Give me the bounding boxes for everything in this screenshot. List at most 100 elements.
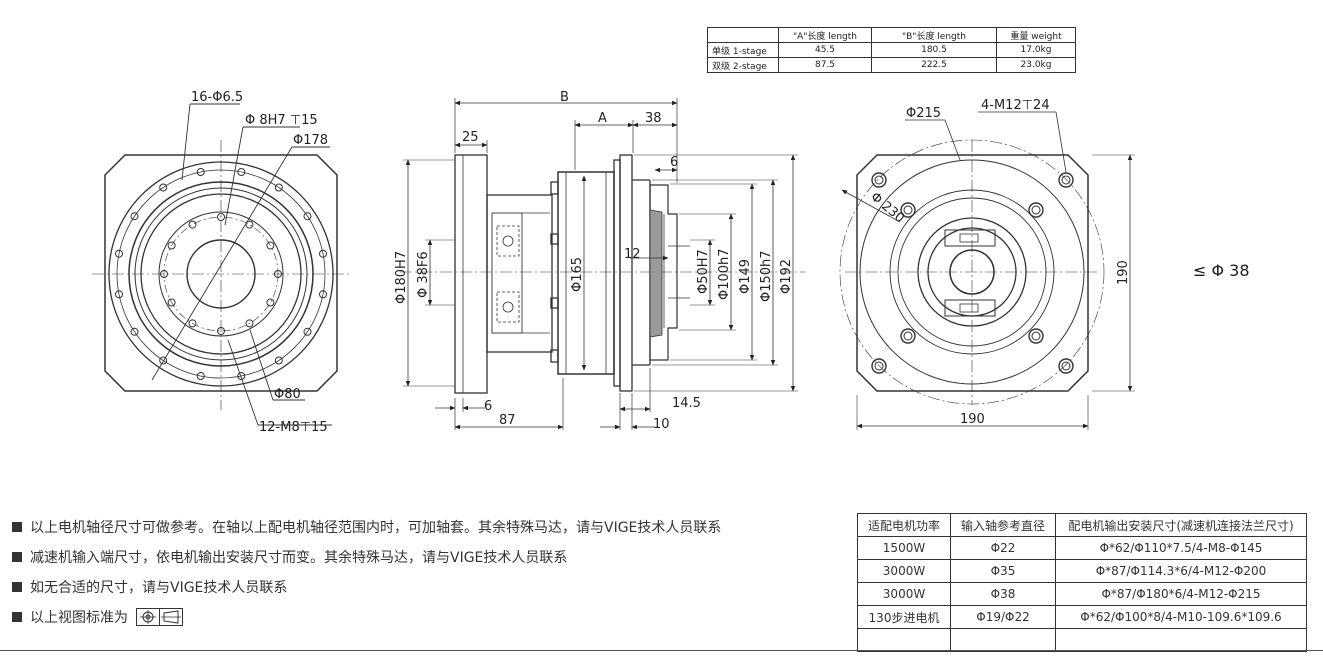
motor-cell: Φ19/Φ22 xyxy=(950,605,1056,629)
dim-12: 12 xyxy=(624,247,641,262)
rear-view xyxy=(839,111,1135,430)
motor-cell: Φ*87/Φ180*6/4-M12-Φ215 xyxy=(1055,582,1307,606)
bolt-hole xyxy=(159,183,168,192)
motor-cell: Φ22 xyxy=(950,536,1056,560)
mount-hole xyxy=(1028,328,1044,344)
motor-cell: Φ*62/Φ100*8/4-M10-109.6*109.6 xyxy=(1055,605,1307,629)
motor-header-row: 适配电机功率 输入轴参考直径 配电机输出安装尺寸(减速机连接法兰尺寸) xyxy=(857,513,1307,537)
bolt-hole xyxy=(274,356,283,365)
spec-cell: 87.5 xyxy=(778,57,872,73)
dim-a: A xyxy=(598,111,607,126)
mount-hole xyxy=(1058,358,1074,374)
spec-row: 双级 2-stage 87.5 222.5 23.0kg xyxy=(707,57,1076,73)
spec-header: "B"长度 length xyxy=(871,27,997,43)
note-text: 如无合适的尺寸，请与VIGE技术人员联系 xyxy=(30,580,288,596)
motor-cell: Φ*62/Φ110*7.5/4-M8-Φ145 xyxy=(1055,536,1307,560)
spec-cell: 180.5 xyxy=(871,42,997,58)
motor-table: 适配电机功率 输入轴参考直径 配电机输出安装尺寸(减速机连接法兰尺寸) 1500… xyxy=(857,513,1307,652)
note-text: 减速机输入端尺寸，依电机输出安装尺寸而变。其余特殊马达，请与VIGE技术人员联系 xyxy=(30,550,568,566)
dim-phi165: Φ165 xyxy=(570,257,585,292)
bolt-hole xyxy=(130,327,139,336)
motor-header: 配电机输出安装尺寸(减速机连接法兰尺寸) xyxy=(1055,513,1307,537)
dim-phi192: Φ192 xyxy=(779,259,794,294)
bullet-square-icon xyxy=(12,612,22,622)
side-view xyxy=(400,98,805,430)
outer-bolt-holes xyxy=(115,168,327,380)
motor-cell: Φ*87/Φ114.3*6/4-M12-Φ200 xyxy=(1055,559,1307,583)
front-view-labels: 16-Φ6.5 Φ 8H7 ⊤15 Φ178 Φ80 12-M8⊤15 xyxy=(191,90,328,435)
spec-header: 重量 weight xyxy=(996,27,1076,43)
motor-row: 3000W Φ38 Φ*87/Φ180*6/4-M12-Φ215 xyxy=(857,582,1307,606)
spec-cell: 双级 2-stage xyxy=(707,57,779,73)
bolt-hole xyxy=(245,319,254,328)
outer-holes-label: 16-Φ6.5 xyxy=(191,90,243,105)
bolt-hole xyxy=(274,183,283,192)
rear-view-labels: Φ215 4-M12⊤24 Φ 230 190 190 xyxy=(867,98,1131,427)
side-view-labels: B A 38 25 6 12 6 87 14.5 10 Φ180H7 Φ 38F… xyxy=(394,90,794,432)
note-text: 以上视图标准为 xyxy=(30,610,128,626)
bolt-hole xyxy=(115,290,123,299)
mount-hole xyxy=(871,358,887,374)
bolt-hole xyxy=(196,168,205,176)
motor-header: 输入轴参考直径 xyxy=(950,513,1056,537)
bullet-square-icon xyxy=(12,522,22,532)
inner-tapped-holes xyxy=(160,213,282,335)
dim-10: 10 xyxy=(653,417,670,432)
note-item: 以上视图标准为 xyxy=(12,602,721,632)
dim-phi180h7: Φ180H7 xyxy=(394,251,409,304)
mount-hole xyxy=(871,172,887,188)
dim-25: 25 xyxy=(462,130,479,145)
dim-6-bottom: 6 xyxy=(484,399,492,414)
dim-phi150h7: Φ150h7 xyxy=(759,250,774,302)
spec-cell: 单级 1-stage xyxy=(707,42,779,58)
motor-cell xyxy=(1055,628,1307,652)
mount-hole xyxy=(1061,361,1071,371)
spec-row: 单级 1-stage 45.5 180.5 17.0kg xyxy=(707,42,1076,58)
bolt-hole xyxy=(160,270,168,278)
inner-diameter-label: Φ80 xyxy=(274,387,301,402)
bolt-hole xyxy=(130,212,139,221)
bore-label: Φ 8H7 ⊤15 xyxy=(245,113,318,128)
motor-row xyxy=(857,628,1307,652)
bolt-hole xyxy=(196,372,205,380)
motor-cell: 130步进电机 xyxy=(857,605,951,629)
motor-cell: Φ38 xyxy=(950,582,1056,606)
spec-header xyxy=(707,27,779,43)
motor-row: 130步进电机 Φ19/Φ22 Φ*62/Φ100*8/4-M10-109.6*… xyxy=(857,605,1307,629)
rear-height-label: 190 xyxy=(1116,260,1131,285)
motor-cell xyxy=(950,628,1056,652)
mount-hole xyxy=(900,202,916,218)
bolt-hole xyxy=(303,327,312,336)
bolt-hole xyxy=(303,212,312,221)
projection-symbol-icon xyxy=(136,608,183,626)
dim-phi100h7: Φ100h7 xyxy=(717,248,732,300)
spec-header: "A"长度 length xyxy=(778,27,872,43)
note-item: 减速机输入端尺寸，依电机输出安装尺寸而变。其余特殊马达，请与VIGE技术人员联系 xyxy=(12,542,721,572)
motor-cell: 3000W xyxy=(857,559,951,583)
bolt-hole xyxy=(319,249,327,258)
bullet-square-icon xyxy=(12,582,22,592)
bolt-hole xyxy=(188,319,197,328)
motor-cell: 1500W xyxy=(857,536,951,560)
motor-cell: Φ35 xyxy=(950,559,1056,583)
mount-hole xyxy=(1031,205,1041,215)
bolt-hole xyxy=(266,241,275,250)
dim-87: 87 xyxy=(499,413,516,428)
mount-hole xyxy=(874,361,884,371)
rear-width-label: 190 xyxy=(960,412,985,427)
motor-cell: 3000W xyxy=(857,582,951,606)
notes-list: 以上电机轴径尺寸可做参考。在轴以上配电机轴径范围内时，可加轴套。其余特殊马达，请… xyxy=(12,512,721,632)
front-view xyxy=(92,103,350,426)
bolt-hole xyxy=(319,290,327,299)
dim-b: B xyxy=(560,90,569,105)
motor-row: 1500W Φ22 Φ*62/Φ110*7.5/4-M8-Φ145 xyxy=(857,536,1307,560)
dim-6-top: 6 xyxy=(670,155,678,170)
spec-header-row: "A"长度 length "B"长度 length 重量 weight xyxy=(707,27,1076,43)
note-text: 以上电机轴径尺寸可做参考。在轴以上配电机轴径范围内时，可加轴套。其余特殊马达，请… xyxy=(30,520,722,536)
bolt-hole xyxy=(159,356,168,365)
bullet-square-icon xyxy=(12,552,22,562)
spec-cell: 222.5 xyxy=(871,57,997,73)
mount-hole xyxy=(903,205,913,215)
motor-row: 3000W Φ35 Φ*87/Φ114.3*6/4-M12-Φ200 xyxy=(857,559,1307,583)
